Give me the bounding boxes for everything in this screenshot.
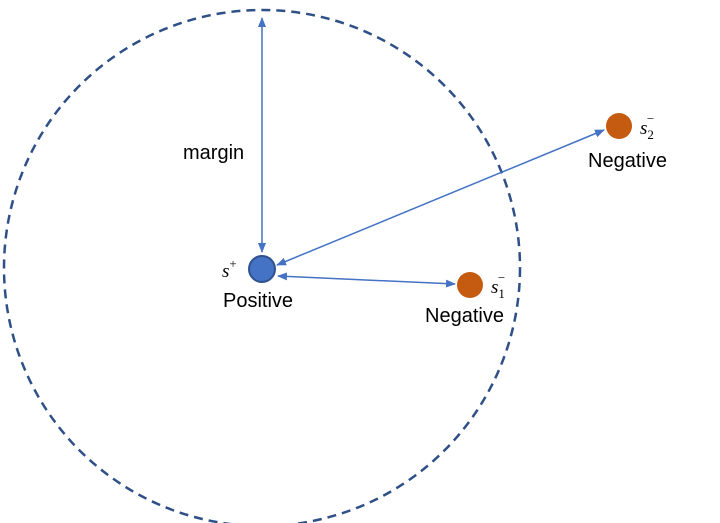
distance-arrow-negative-1 xyxy=(277,272,456,288)
distance-arrow-negative-2 xyxy=(276,129,605,266)
negative-2-label: Negative xyxy=(588,150,667,172)
negative-1-label: Negative xyxy=(425,305,504,327)
positive-label: Positive xyxy=(223,290,293,312)
positive-sample-node xyxy=(248,255,276,283)
margin-label: margin xyxy=(183,142,244,164)
positive-symbol: s+ xyxy=(222,256,237,282)
negative-2-symbol: s2− xyxy=(640,111,654,142)
margin-boundary-circle xyxy=(2,8,522,523)
negative-sample-2-node xyxy=(606,113,632,139)
negative-1-symbol: s1− xyxy=(491,270,505,301)
negative-sample-1-node xyxy=(457,272,483,298)
